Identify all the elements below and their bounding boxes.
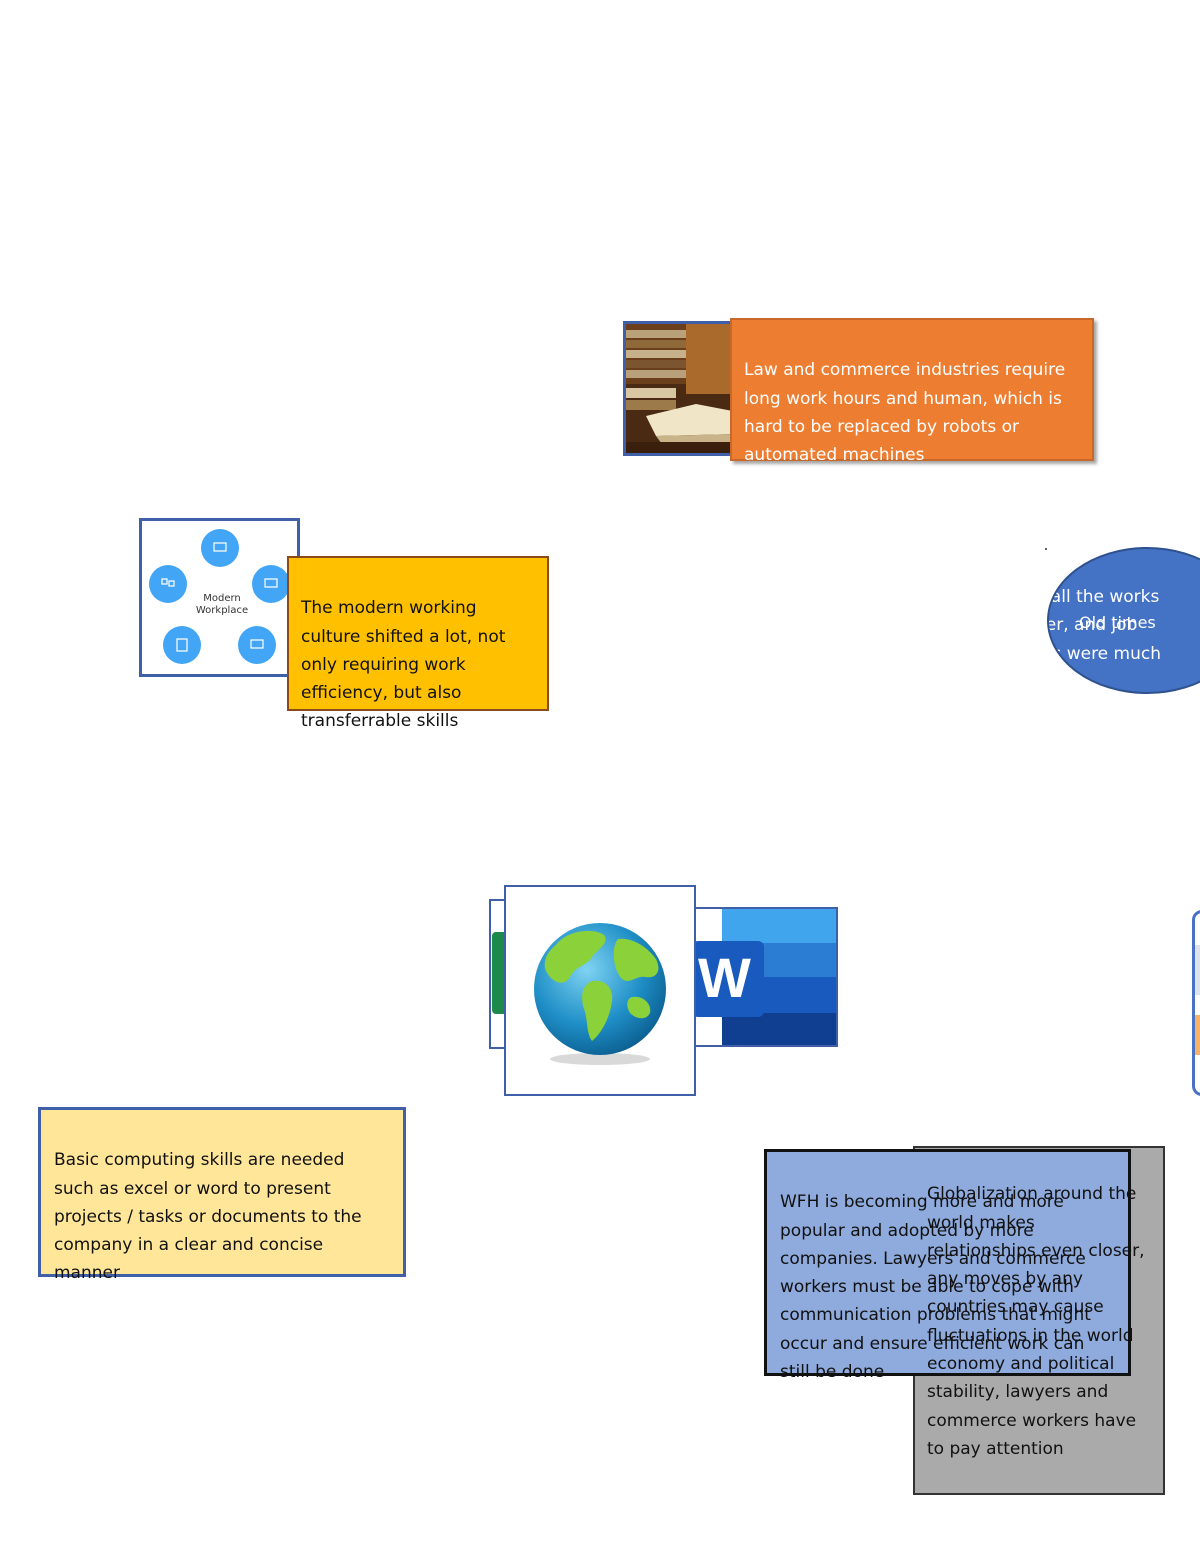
word-icon-frame: W	[690, 907, 838, 1047]
law-commerce-callout: Law and commerce industries require long…	[730, 318, 1094, 465]
globe-icon	[534, 923, 666, 1065]
diagram-center-label: Modern Workplace	[195, 593, 249, 616]
wfh-callout: WFH is becoming more and more popular an…	[764, 1149, 1131, 1382]
word-icon	[692, 909, 836, 1045]
law-commerce-text: Law and commerce industries require long…	[744, 360, 1066, 466]
globalization-text-layer: Globalization around the world makes rel…	[913, 1146, 1165, 1469]
cycle-node-bottom-left	[163, 626, 201, 664]
globe-image	[504, 885, 696, 1096]
cycle-node-right	[252, 565, 290, 603]
old-times-title: Old times	[1079, 613, 1156, 632]
globalization-text: Globalization around the world makes rel…	[927, 1184, 1145, 1459]
cycle-node-bottom-right	[238, 626, 276, 664]
basic-computing-text: Basic computing skills are needed such a…	[54, 1150, 362, 1284]
modern-workplace-diagram: Modern Workplace	[139, 518, 300, 677]
excel-icon	[492, 932, 506, 1014]
modern-working-culture-callout: The modern working culture shifted a lot…	[287, 556, 549, 731]
modern-workplace-cycle	[149, 529, 290, 664]
old-times-ellipse: o all the works per, and job nts were mu…	[1047, 547, 1200, 694]
old-times-body-text: o all the works per, and job nts were mu…	[1047, 587, 1161, 692]
partial-edge-card	[1192, 910, 1200, 1096]
word-letter: W	[698, 946, 751, 1009]
cycle-node-left	[149, 565, 187, 603]
modern-working-culture-text: The modern working culture shifted a lot…	[301, 598, 506, 732]
stray-dot	[1045, 548, 1047, 550]
books-illustration	[626, 324, 732, 453]
cycle-node-top	[201, 529, 239, 567]
wfh-text: WFH is becoming more and more popular an…	[780, 1192, 1091, 1383]
basic-computing-callout: Basic computing skills are needed such a…	[38, 1107, 406, 1283]
books-image	[623, 321, 735, 456]
